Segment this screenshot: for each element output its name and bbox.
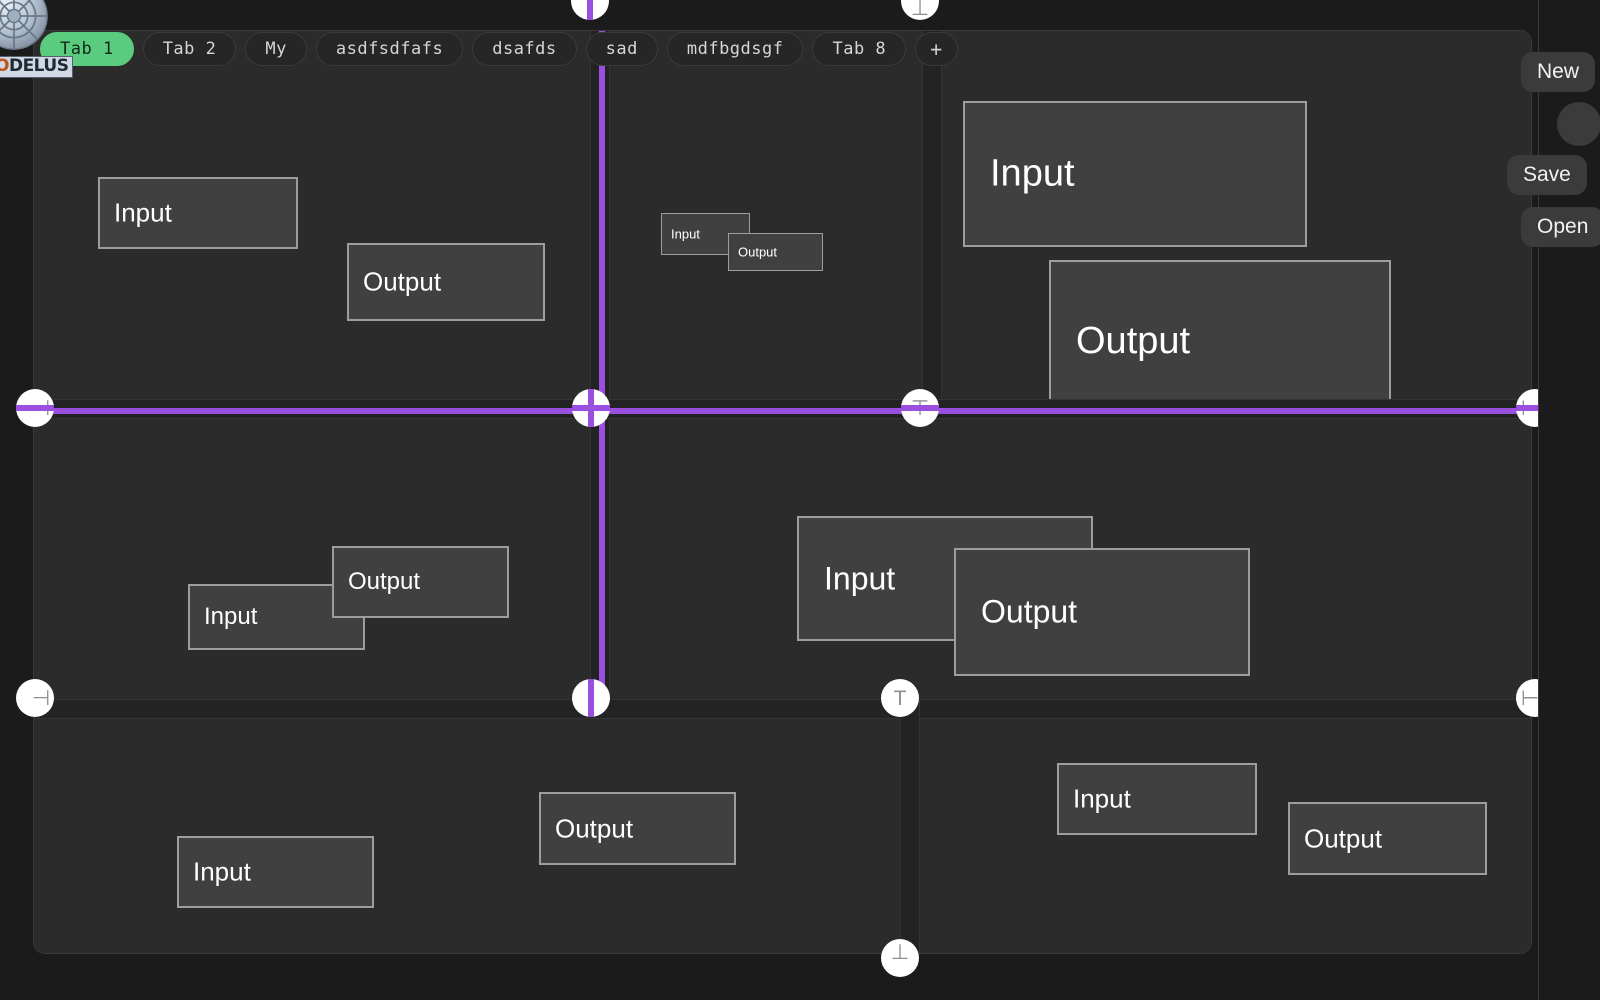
io-box-output[interactable]: Output — [347, 243, 545, 321]
pane-middle-right[interactable]: Input Output — [610, 419, 1531, 699]
splitter-vertical-middle-purple[interactable] — [590, 419, 610, 699]
splitter-vertical-top-purple[interactable] — [590, 31, 610, 399]
io-box-label: Output — [555, 813, 634, 843]
handle-top-vertical-right[interactable]: ⊥ — [901, 0, 939, 20]
handle-glyph: ⊣ — [31, 396, 51, 420]
tab-label: mdfbgdsgf — [686, 39, 784, 59]
save-button[interactable]: Save — [1507, 155, 1587, 195]
handle-mid-tee[interactable]: ⊤ — [901, 389, 939, 427]
tab-3[interactable]: My — [245, 32, 307, 66]
io-box-output[interactable]: Output — [954, 548, 1250, 676]
add-tab-button[interactable]: + — [915, 32, 958, 66]
splitter-vertical-bottom[interactable] — [900, 699, 920, 953]
new-button[interactable]: New — [1521, 52, 1596, 92]
io-box-label: Input — [114, 197, 172, 228]
io-box-output[interactable]: Output — [1049, 260, 1391, 399]
new-button-label: New — [1537, 60, 1580, 83]
splitter-horizontal-main[interactable] — [34, 399, 1531, 419]
save-button-label: Save — [1523, 163, 1571, 186]
logo-accent-letter: O — [0, 56, 9, 76]
pane-bottom-right[interactable]: Input Output — [920, 719, 1531, 953]
io-box-output[interactable]: Output — [539, 792, 736, 865]
pane-top-right[interactable]: Input Output — [942, 31, 1531, 399]
gear-logo-icon — [0, 0, 48, 50]
side-round-button[interactable] — [1557, 102, 1600, 146]
tab-1[interactable]: Tab 1 — [40, 32, 134, 66]
io-box-output[interactable]: Output — [1288, 802, 1487, 875]
handle-lower-tee[interactable]: T — [881, 679, 919, 717]
io-box-label: Output — [1076, 320, 1191, 362]
handle-glyph: ⊥ — [910, 0, 930, 20]
io-box-label: Input — [671, 226, 700, 242]
io-box-label: Output — [981, 593, 1078, 630]
io-box-output[interactable]: Output — [332, 546, 509, 618]
splitter-vertical-top-right[interactable] — [922, 31, 942, 399]
io-box-label: Output — [1304, 823, 1383, 853]
pane-middle-left[interactable]: Input Output — [34, 419, 590, 699]
handle-glyph: ⊣ — [31, 686, 51, 710]
io-box-label: Output — [363, 266, 442, 297]
side-toolbar: New Save Open — [1507, 0, 1600, 1000]
handle-glyph: ⊤ — [910, 396, 930, 420]
io-box-output[interactable]: Output — [728, 233, 823, 271]
handle-left-horizontal[interactable]: ⊣ — [16, 389, 54, 427]
handle-center-cross[interactable] — [572, 389, 610, 427]
tab-7[interactable]: mdfbgdsgf — [666, 32, 804, 66]
open-button-label: Open — [1537, 215, 1589, 238]
tab-5[interactable]: dsafds — [472, 32, 577, 66]
tab-8[interactable]: Tab 8 — [812, 32, 907, 66]
tab-label: My — [265, 39, 287, 59]
tab-bar: Tab 1 Tab 2 My asdfsdfafs dsafds sad mdf… — [40, 30, 958, 68]
handle-glyph: ⊢ — [1520, 686, 1540, 710]
tab-label: sad — [605, 39, 638, 59]
logo-wordmark: ODELUS — [0, 56, 74, 78]
tab-label: Tab 8 — [832, 39, 887, 59]
io-box-label: Input — [204, 603, 258, 630]
io-box-label: Input — [990, 152, 1075, 195]
tab-label: Tab 2 — [162, 39, 217, 59]
handle-glyph: ⊢ — [1520, 396, 1540, 420]
tab-label: Tab 1 — [60, 39, 114, 59]
handle-lower-left[interactable]: ⊣ — [16, 679, 54, 717]
io-box-input[interactable]: Input — [98, 177, 298, 249]
tab-label: dsafds — [492, 39, 557, 59]
handle-top-vertical-left[interactable] — [571, 0, 609, 20]
handle-glyph: ⊥ — [890, 940, 910, 964]
tab-6[interactable]: sad — [585, 32, 658, 66]
splitter-accent-bar — [599, 419, 605, 699]
app-logo[interactable]: ODELUS — [0, 0, 74, 78]
pane-bottom-left[interactable]: Input Output — [34, 719, 900, 953]
logo-rest-letters: DELUS — [8, 56, 69, 76]
pane-top-middle[interactable]: Input Output — [610, 31, 922, 399]
tab-4[interactable]: asdfsdfafs — [315, 32, 464, 66]
io-box-input[interactable]: Input — [963, 101, 1307, 247]
pane-top-left[interactable]: Input Output — [34, 31, 590, 399]
io-box-label: Input — [1073, 783, 1131, 814]
io-box-label: Input — [824, 560, 896, 596]
add-tab-label: + — [930, 37, 943, 61]
io-box-input[interactable]: Input — [1057, 763, 1257, 835]
splitter-horizontal-lower[interactable] — [34, 699, 1531, 719]
handle-bottom-tee[interactable]: ⊥ — [881, 939, 919, 977]
io-box-input[interactable]: Input — [177, 836, 374, 908]
tab-label: asdfsdfafs — [335, 39, 444, 59]
open-button[interactable]: Open — [1521, 207, 1600, 247]
io-box-label: Output — [348, 568, 421, 595]
splitter-accent-bar — [34, 408, 1531, 414]
splitter-accent-bar — [599, 31, 605, 399]
io-box-label: Input — [193, 856, 251, 887]
handle-lower-center[interactable] — [572, 679, 610, 717]
handle-glyph: T — [893, 686, 907, 710]
tab-2[interactable]: Tab 2 — [142, 32, 237, 66]
split-pane-editor: Input Output Input Output Input Output I… — [33, 30, 1532, 954]
io-box-label: Output — [738, 244, 778, 260]
